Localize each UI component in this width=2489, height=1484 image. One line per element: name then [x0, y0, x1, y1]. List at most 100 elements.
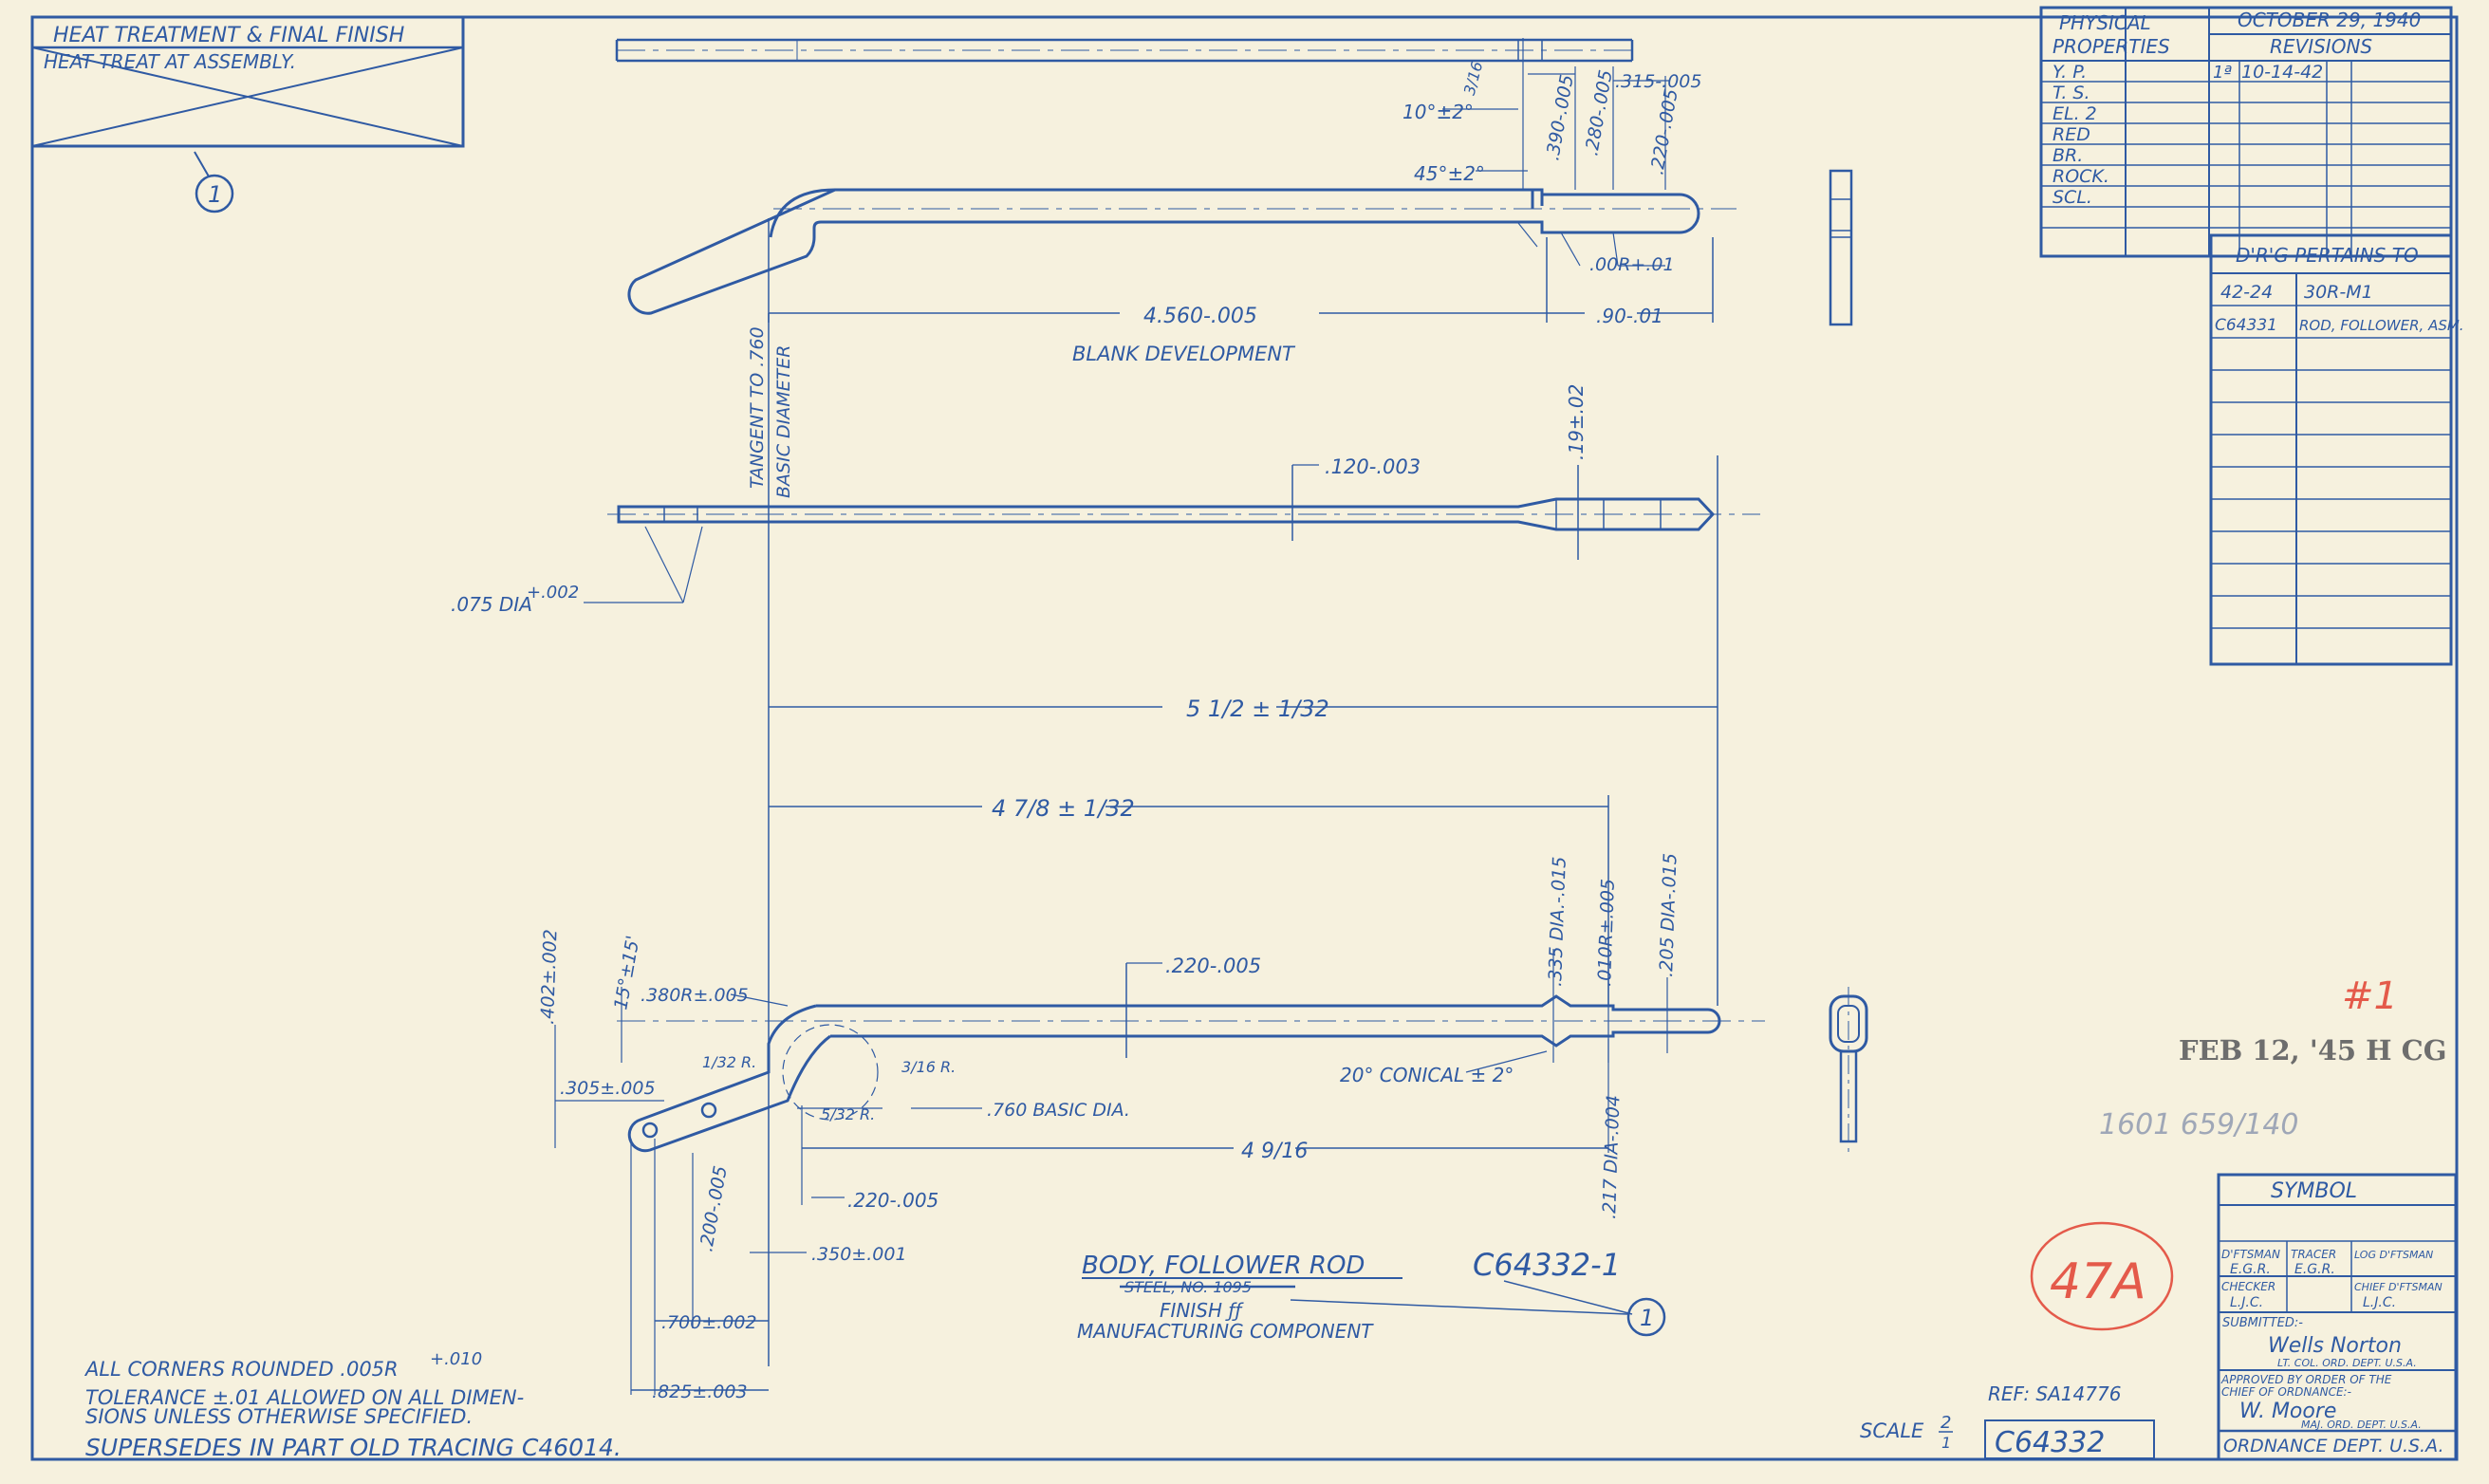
note-supersedes: SUPERSEDES IN PART OLD TRACING C46014.: [85, 1434, 622, 1461]
symbol-block: SYMBOL D'FTSMAN TRACER LOG D'FTSMAN E.G.…: [2217, 1173, 2458, 1461]
blank-development-label: BLANK DEVELOPMENT: [1072, 343, 1296, 365]
pertains-row-2-a: C64331: [2215, 316, 2277, 335]
submitted-label: SUBMITTED:-: [2222, 1316, 2303, 1330]
dim-305: .305±.005: [560, 1078, 656, 1099]
circled-number: 47A: [2050, 1253, 2146, 1310]
pencil-note: 1601 659/140: [2099, 1108, 2299, 1141]
props-header-2: PROPERTIES: [2052, 35, 2170, 58]
stamps: FEB 12, '45 H CG #1 47A 1601 659/140: [2030, 974, 2447, 1331]
note-tolerance-1: TOLERANCE ±.01 ALLOWED ON ALL DIMEN-: [85, 1386, 524, 1409]
note-corners-tol: +.010: [430, 1349, 482, 1369]
dim-350: .350±.001: [811, 1244, 907, 1265]
signature-1: Wells Norton: [2268, 1334, 2402, 1358]
dim-4-9-16: 4 9/16: [1241, 1140, 1308, 1163]
checker-label: CHECKER: [2221, 1280, 2275, 1293]
props-date: OCTOBER 29, 1940: [2238, 9, 2421, 31]
dim-45deg: 45°±2°: [1414, 162, 1485, 185]
pertains-row-1-a: 42-24: [2220, 282, 2273, 303]
dim-5-32r: 5/32 R.: [821, 1105, 875, 1123]
props-row-scl: SCL.: [2052, 187, 2092, 208]
finished-end-view: [1829, 987, 1868, 1153]
drawing-border: [30, 15, 2459, 1461]
dim-20-conical: 20° CONICAL ± 2°: [1340, 1064, 1514, 1086]
initials-4: L.J.C.: [2363, 1295, 2396, 1310]
revisions-label: REVISIONS: [2270, 35, 2372, 58]
pertains-row-2-b: ROD, FOLLOWER, ASM.: [2299, 317, 2464, 334]
lcg-label: LOG D'FTSMAN: [2354, 1249, 2433, 1261]
date-stamp: FEB 12, '45 H CG: [2179, 1034, 2447, 1067]
balloon-1-top: [195, 174, 234, 213]
overall-dimensions: 5 1/2 ± 1/32 4 7/8 ± 1/32: [769, 455, 1718, 1006]
dim-010r: .010R±.005: [1594, 879, 1619, 987]
note-corners: ALL CORNERS ROUNDED .005R: [84, 1358, 399, 1381]
balloon-1-top-label: 1: [208, 181, 222, 208]
dim-760: .760 BASIC DIA.: [987, 1100, 1130, 1121]
note-tolerance-2: SIONS UNLESS OTHERWISE SPECIFIED.: [85, 1405, 473, 1428]
heat-treatment-box: HEAT TREATMENT & FINAL FINISH HEAT TREAT…: [30, 15, 465, 213]
ordnance-dept: ORDNANCE DEPT. U.S.A.: [2223, 1436, 2443, 1456]
dim-19: .19±.02: [1565, 384, 1588, 460]
pertains-title: D'R'G PERTAINS TO: [2236, 244, 2419, 267]
component-label: MANUFACTURING COMPONENT: [1077, 1320, 1374, 1343]
props-row-ts: T. S.: [2052, 83, 2090, 103]
dim-00r: .00R+.01: [1589, 254, 1675, 275]
symbol-title: SYMBOL: [2271, 1179, 2357, 1203]
balloon-1-bottom: [1626, 1297, 1666, 1337]
red-hash-mark: #1: [2342, 974, 2398, 1018]
ref-number: REF: SA14776: [1988, 1382, 2121, 1405]
scale-numerator: 2: [1941, 1413, 1951, 1433]
drawing-number: C64332: [1995, 1426, 2105, 1459]
drawing-footer: REF: SA14776 SCALE 2 1 C64332: [1860, 1382, 2155, 1459]
dim-700: .700±.002: [661, 1312, 757, 1333]
dim-3-16r: 3/16 R.: [901, 1058, 956, 1076]
dim-205: .205 DIA-.015: [1656, 853, 1681, 977]
finished-rod-view: .220-.005 .335 DIA.-.015 .010R±.005 .205…: [537, 853, 1868, 1402]
dim-402: .402±.002: [537, 929, 561, 1025]
props-row-el: EL. 2: [2052, 103, 2097, 124]
revision-1-number: 1ª: [2213, 63, 2232, 83]
dim-825: .825±.003: [652, 1382, 748, 1402]
maj-label: MAJ. ORD. DEPT. U.S.A.: [2301, 1419, 2422, 1431]
dim-220c: .220-.005: [847, 1189, 938, 1212]
basic-diameter-label: BASIC DIAMETER: [773, 345, 794, 498]
dim-5-half: 5 1/2 ± 1/32: [1186, 696, 1329, 722]
heat-treatment-note: HEAT TREAT AT ASSEMBLY.: [44, 50, 296, 73]
dim-120: .120-.003: [1325, 455, 1421, 478]
balloon-1-bottom-label: 1: [1640, 1305, 1654, 1331]
part-name: BODY, FOLLOWER ROD: [1082, 1252, 1365, 1280]
props-row-yp: Y. P.: [2052, 62, 2087, 83]
dim-380r: .380R±.005: [641, 985, 749, 1006]
physical-properties-table: PHYSICAL PROPERTIES OCTOBER 29, 1940 REV…: [2039, 6, 2453, 258]
straight-rod-view: .120-.003 .19±.02 .075 DIA +.002: [451, 313, 1760, 1366]
initials-2: E.G.R.: [2294, 1262, 2335, 1277]
dim-075-tol: +.002: [527, 583, 579, 603]
approved-label: APPROVED BY ORDER OF THE: [2220, 1373, 2392, 1386]
scale-denominator: 1: [1941, 1434, 1951, 1452]
scale-label: SCALE: [1860, 1419, 1924, 1442]
props-row-red: RED: [2052, 124, 2090, 145]
tracer-label: TRACER: [2291, 1248, 2336, 1261]
chief-ordnance-label: CHIEF OF ORDNANCE:-: [2221, 1385, 2351, 1399]
initials-1: E.G.R.: [2230, 1262, 2271, 1277]
props-row-rock: ROCK.: [2052, 166, 2109, 187]
heat-treatment-title: HEAT TREATMENT & FINAL FINISH: [53, 24, 404, 47]
dim-1-32r: 1/32 R.: [702, 1053, 756, 1071]
dim-4-seven-eighths: 4 7/8 ± 1/32: [992, 795, 1135, 822]
tangent-label: TANGENT TO .760: [747, 326, 768, 489]
dim-075: .075 DIA: [451, 593, 532, 616]
part-title-callout: BODY, FOLLOWER ROD STEEL, NO. 1095 FINIS…: [1077, 1247, 1666, 1343]
initials-3: L.J.C.: [2230, 1295, 2263, 1310]
general-notes: ALL CORNERS ROUNDED .005R +.010 TOLERANC…: [84, 1349, 622, 1461]
dim-220b: .220-.005: [1165, 955, 1261, 977]
dftsman-label: D'FTSMAN: [2221, 1248, 2280, 1261]
dim-4560: 4.560-.005: [1143, 305, 1257, 328]
props-row-br: BR.: [2052, 145, 2083, 166]
red-circle: [2030, 1221, 2174, 1331]
revision-1-date: 10-14-42: [2241, 62, 2323, 83]
dim-10deg: 10°±2°: [1402, 101, 1474, 123]
dim-217: .217 DIA-.004: [1599, 1095, 1625, 1219]
drawing-pertains-table: D'R'G PERTAINS TO 42-24 30R-M1 C64331 RO…: [2209, 233, 2464, 666]
props-header-1: PHYSICAL: [2059, 11, 2151, 34]
